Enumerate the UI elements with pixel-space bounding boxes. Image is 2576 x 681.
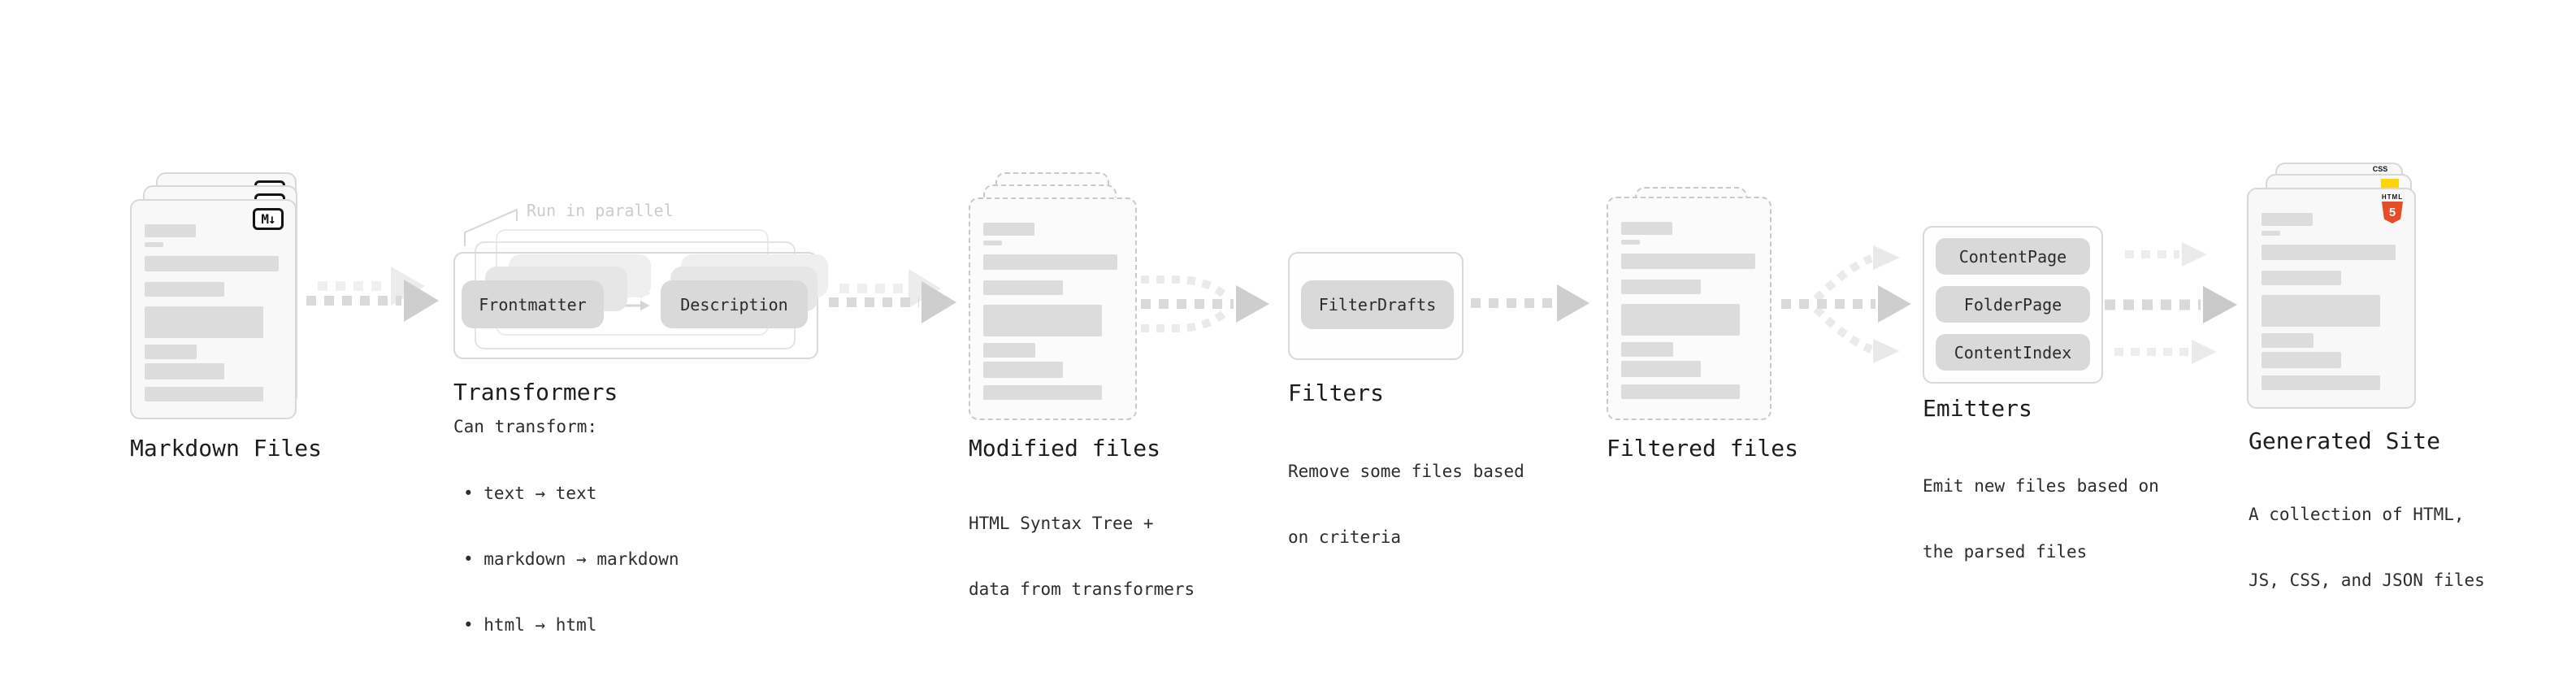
modified-card-front [969,197,1137,420]
text-placeholder-bar [983,362,1063,378]
site-card-html: HTML 5 [2247,188,2416,409]
document-card-front: M↓ [130,199,297,419]
text-placeholder-bar [983,223,1034,236]
markdown-icon: M↓ [253,208,284,230]
text-placeholder-bar [145,363,224,380]
generated-desc: A collection of HTML, JS, CSS, and JSON … [2249,505,2485,590]
stage-label-modified: Modified files [969,435,1161,462]
text-placeholder-bar [145,242,163,247]
transformer-box [453,252,818,359]
text-placeholder-bar [1621,342,1673,357]
filterdrafts-pill: FilterDrafts [1301,280,1454,329]
text-placeholder-bar [983,305,1102,336]
arrow-transformers-to-modified [829,269,956,323]
stage-label-filtered: Filtered files [1607,435,1799,462]
filtered-card-front [1607,197,1772,420]
text-placeholder-bar [1621,361,1701,377]
bullet-html-to-html: • html → html [463,615,597,635]
text-placeholder-bar [983,254,1117,270]
arrow-filters-to-filtered [1471,284,1589,322]
text-placeholder-bar [2262,333,2314,348]
modified-desc: HTML Syntax Tree + data from transformer… [969,514,1195,599]
text-placeholder-bar [983,343,1035,358]
text-placeholder-bar [1621,240,1640,245]
filters-desc: Remove some files based on criteria [1288,462,1524,547]
contentindex-pill: ContentIndex [1936,334,2090,371]
transformers-desc-title: Can transform: [453,417,598,436]
text-placeholder-bar [2262,245,2396,260]
stage-label-generated: Generated Site [2249,427,2441,454]
arrow-contentindex-to-site [2114,340,2217,364]
arrow-contentpage-to-site [2125,242,2207,267]
run-in-parallel-line [464,208,518,246]
text-placeholder-bar [145,345,197,359]
text-placeholder-bar [983,241,1002,245]
stage-label-markdown: Markdown Files [130,435,323,462]
stage-label-filters: Filters [1288,380,1385,406]
emitters-desc: Emit new files based on the parsed files [1923,476,2159,562]
arrow-modified-to-filters [1141,275,1269,332]
arrow-filtered-to-emitters [1781,245,1911,363]
run-in-parallel-note: Run in parallel [527,201,674,220]
text-placeholder-bar [1621,280,1701,294]
arrow-folderpage-to-site [2105,286,2237,323]
text-placeholder-bar [145,256,279,271]
text-placeholder-bar [145,282,224,297]
text-placeholder-bar [145,387,263,401]
transformers-bullets: • text → text • markdown → markdown • ht… [463,439,679,680]
text-placeholder-bar [145,306,263,338]
text-placeholder-bar [2262,271,2341,285]
folderpage-pill: FolderPage [1936,286,2090,323]
text-placeholder-bar [983,385,1102,400]
stage-label-emitters: Emitters [1923,395,2032,422]
js-icon [2381,179,2399,189]
html5-icon: HTML 5 [2381,193,2404,223]
text-placeholder-bar [2262,352,2341,368]
text-placeholder-bar [1621,222,1672,235]
text-placeholder-bar [2262,213,2313,226]
stage-label-transformers: Transformers [453,379,618,406]
arrow-markdown-to-transformers [306,267,439,322]
description-pill: Description [661,280,808,328]
contentpage-pill: ContentPage [1936,238,2090,275]
text-placeholder-bar [1621,254,1755,269]
text-placeholder-bar [1621,304,1740,336]
text-placeholder-bar [2262,231,2280,236]
frontmatter-pill: Frontmatter [462,280,604,328]
bullet-markdown-to-markdown: • markdown → markdown [463,549,679,569]
text-placeholder-bar [2262,295,2380,327]
text-placeholder-bar [2262,375,2380,390]
text-placeholder-bar [983,280,1063,295]
bullet-text-to-text: • text → text [463,484,597,503]
text-placeholder-bar [1621,384,1740,399]
text-placeholder-bar [145,224,196,237]
